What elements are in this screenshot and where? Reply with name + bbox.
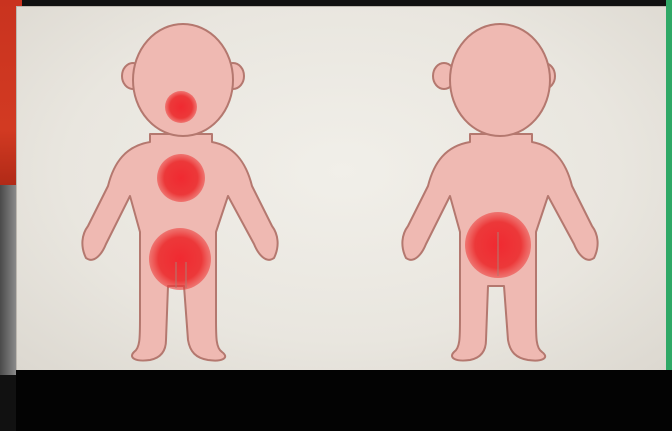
back-figure [402, 24, 597, 361]
front-figure [82, 24, 277, 361]
back-figure-icon [402, 24, 597, 361]
zone-mouth [165, 91, 197, 123]
video-bottom-bar [16, 370, 672, 431]
zone-chest [157, 154, 205, 202]
zone-genitals [149, 228, 211, 290]
